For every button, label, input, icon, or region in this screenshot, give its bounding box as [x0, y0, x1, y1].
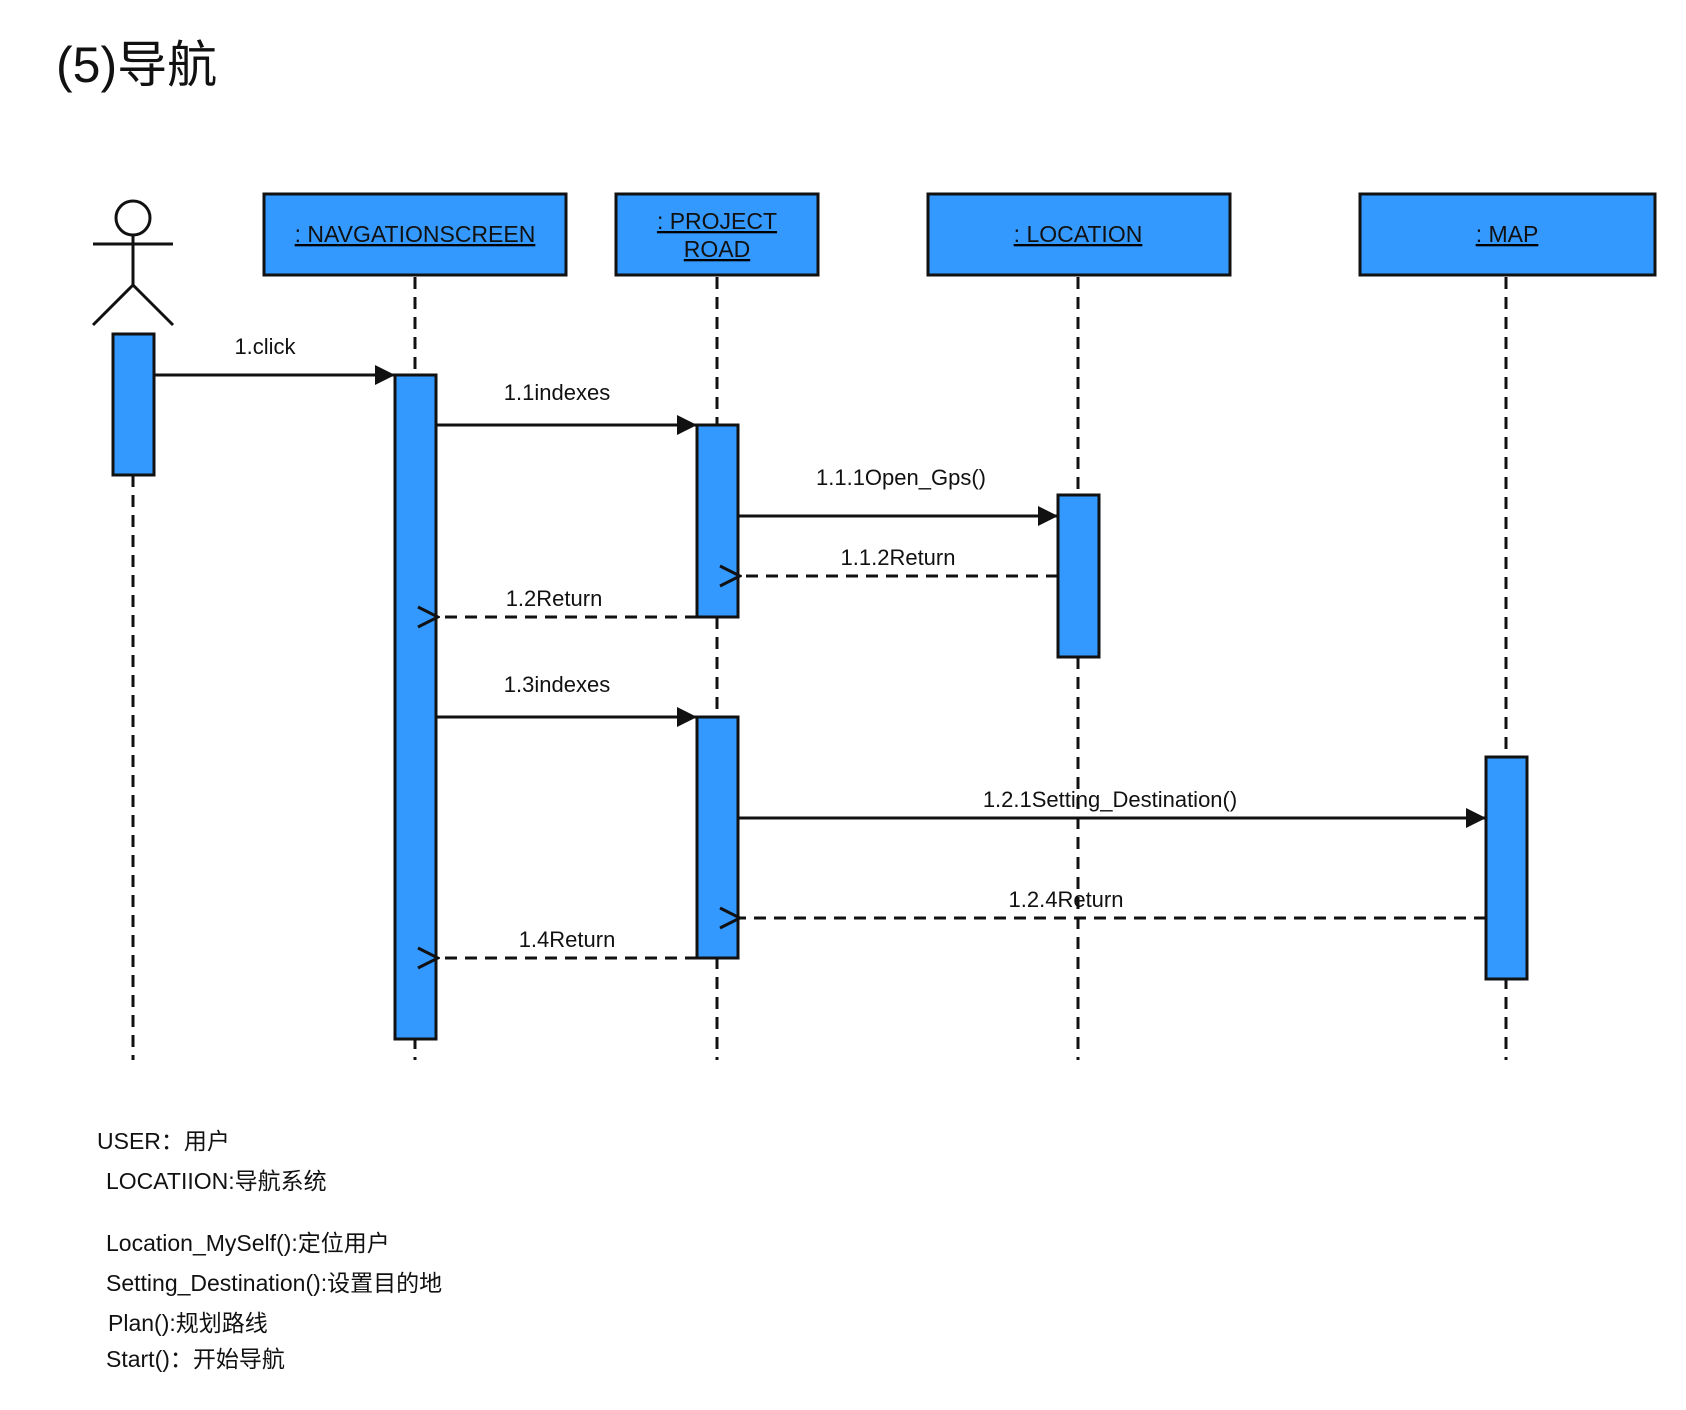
message-label-1-2-return: 1.2Return [506, 586, 603, 611]
activation-navscreen [393, 373, 438, 1041]
legend-location-myself: Location_MySelf():定位用户 [106, 1230, 390, 1256]
object-box-map [1358, 192, 1657, 277]
object-box-navscreen [262, 192, 568, 277]
legend-plan: Plan():规划路线 [108, 1310, 268, 1336]
activation-map [1484, 755, 1529, 981]
legend-location: LOCATIION:导航系统 [106, 1168, 327, 1194]
legend-user: USER：用户 [97, 1128, 230, 1154]
message-label-1-1-indexes: 1.1indexes [504, 380, 610, 405]
message-label-1-3-indexes: 1.3indexes [504, 672, 610, 697]
object-label-location: : LOCATION [1014, 221, 1143, 247]
message-label-1-1-1-open-gps: 1.1.1Open_Gps() [816, 465, 986, 490]
message-label-1-click: 1.click [234, 334, 296, 359]
legend-start: Start()：开始导航 [106, 1346, 285, 1372]
activation-project-road-2 [695, 715, 740, 960]
stick-figure-actor-icon [91, 199, 175, 327]
object-box-location [926, 192, 1232, 277]
message-label-1-2-1-setting-destination: 1.2.1Setting_Destination() [983, 787, 1237, 812]
object-label-project-road-line1: : PROJECT [657, 208, 777, 234]
object-box-project-road [614, 192, 820, 277]
object-label-navscreen: : NAVGATIONSCREEN [295, 221, 536, 247]
activation-location [1056, 493, 1101, 659]
message-label-1-1-2-return: 1.1.2Return [841, 545, 956, 570]
activation-project-road-1 [695, 423, 740, 619]
object-label-map: : MAP [1476, 221, 1539, 247]
legend-setting-destination: Setting_Destination():设置目的地 [106, 1270, 443, 1296]
message-label-1-4-return: 1.4Return [519, 927, 616, 952]
page-title: (5)导航 [56, 37, 218, 93]
object-label-project-road-line2: ROAD [684, 236, 750, 262]
message-label-1-2-4-return: 1.2.4Return [1009, 887, 1124, 912]
activation-user [111, 332, 156, 477]
